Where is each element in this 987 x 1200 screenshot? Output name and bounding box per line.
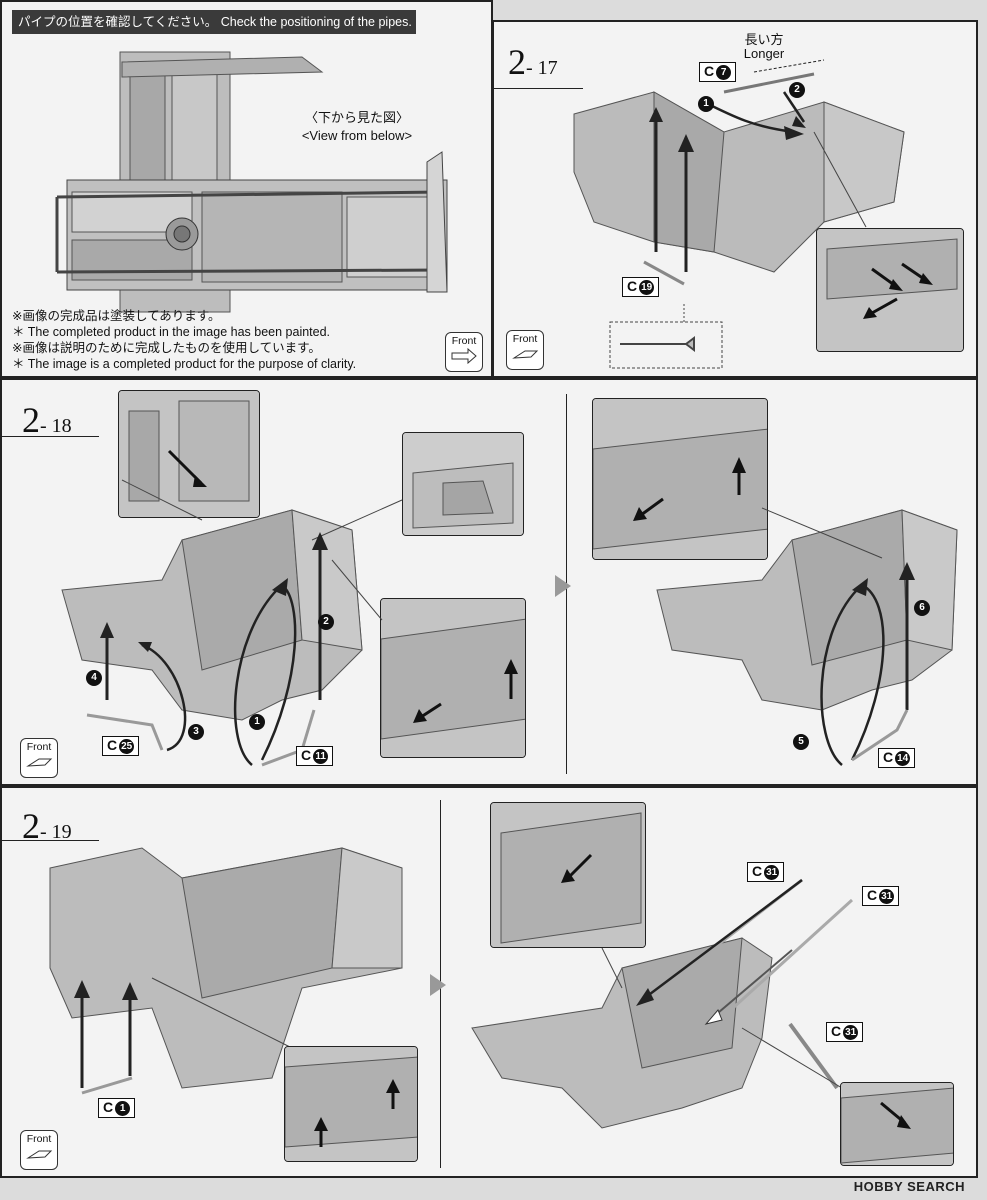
note-clarity-jp: ※画像は説明のために完成したものを使用しています。 (12, 341, 321, 355)
front-indicator: Front (506, 330, 544, 370)
step-underline (2, 436, 99, 437)
hobby-search-watermark: HOBBY SEARCH (853, 1179, 965, 1194)
panel-step-2-18: 2- 18 (0, 378, 978, 786)
front-label: Front (26, 741, 52, 753)
detail-render (491, 803, 645, 947)
front-arrow-icon (26, 758, 53, 767)
front-label: Front (26, 1133, 52, 1145)
step-number: 2- 17 (508, 42, 558, 82)
front-indicator: Front (20, 1130, 58, 1170)
step-marker-2: 2 (318, 614, 334, 630)
step-2-19-detail-bottom (840, 1082, 954, 1166)
view-from-below-jp: 〈下から見た図〉 (304, 110, 409, 125)
step-marker-2: 2 (789, 82, 805, 98)
panel-pipe-check: パイプの位置を確認してください。 Check the positioning o… (0, 0, 493, 378)
step-underline (494, 88, 583, 89)
step-2-18-detail-second (592, 398, 768, 560)
note-painted-jp: ※画像の完成品は塗装してあります。 (12, 309, 221, 323)
front-arrow-icon (26, 1150, 53, 1159)
step-marker-1: 1 (698, 96, 714, 112)
step-marker-5: 5 (793, 734, 809, 750)
detail-render (841, 1083, 953, 1165)
step-2-19-detail-left (284, 1046, 418, 1162)
detail-render (403, 433, 523, 535)
detail-render (593, 399, 767, 559)
step-2-19-detail-top (490, 802, 646, 948)
step-2-18-detail-right-bottom (380, 598, 526, 758)
step-marker-3: 3 (188, 724, 204, 740)
note-clarity-en: ＊ The image is a completed product for t… (12, 357, 357, 371)
step-number: 2- 19 (22, 806, 72, 846)
step-marker-4: 4 (86, 670, 102, 686)
longer-label-jp: 長い方 (744, 32, 784, 47)
detail-render (285, 1047, 417, 1161)
front-arrow-icon (451, 348, 477, 364)
detail-render (381, 599, 525, 757)
front-arrow-icon (512, 350, 539, 359)
pipe-check-header: パイプの位置を確認してください。 Check the positioning o… (12, 10, 416, 34)
step-2-17-detail-inset (816, 228, 964, 352)
step-marker-1: 1 (249, 714, 265, 730)
step-2-17-assembly-render (573, 59, 905, 369)
step-number: 2- 18 (22, 400, 72, 440)
step-2-18-detail-right-top (402, 432, 524, 536)
step-2-19-left-assembly-render (49, 847, 403, 1095)
step-2-18-detail-top (118, 390, 260, 518)
front-label: Front (451, 335, 477, 347)
front-label: Front (512, 333, 538, 345)
triangle-next-icon (555, 575, 571, 597)
step-2-18-left-assembly-render (61, 479, 403, 767)
step-marker-6: 6 (914, 600, 930, 616)
step-underline (2, 840, 99, 841)
pipe-bottom-view-render (55, 51, 448, 313)
front-indicator: Front (445, 332, 483, 372)
view-from-below-en: <View from below> (301, 128, 413, 143)
longer-label-en: Longer (743, 46, 785, 61)
front-indicator: Front (20, 738, 58, 778)
detail-render (817, 229, 963, 351)
note-painted-en: ＊ The completed product in the image has… (12, 325, 331, 339)
detail-render (119, 391, 259, 517)
triangle-next-icon (430, 974, 446, 996)
